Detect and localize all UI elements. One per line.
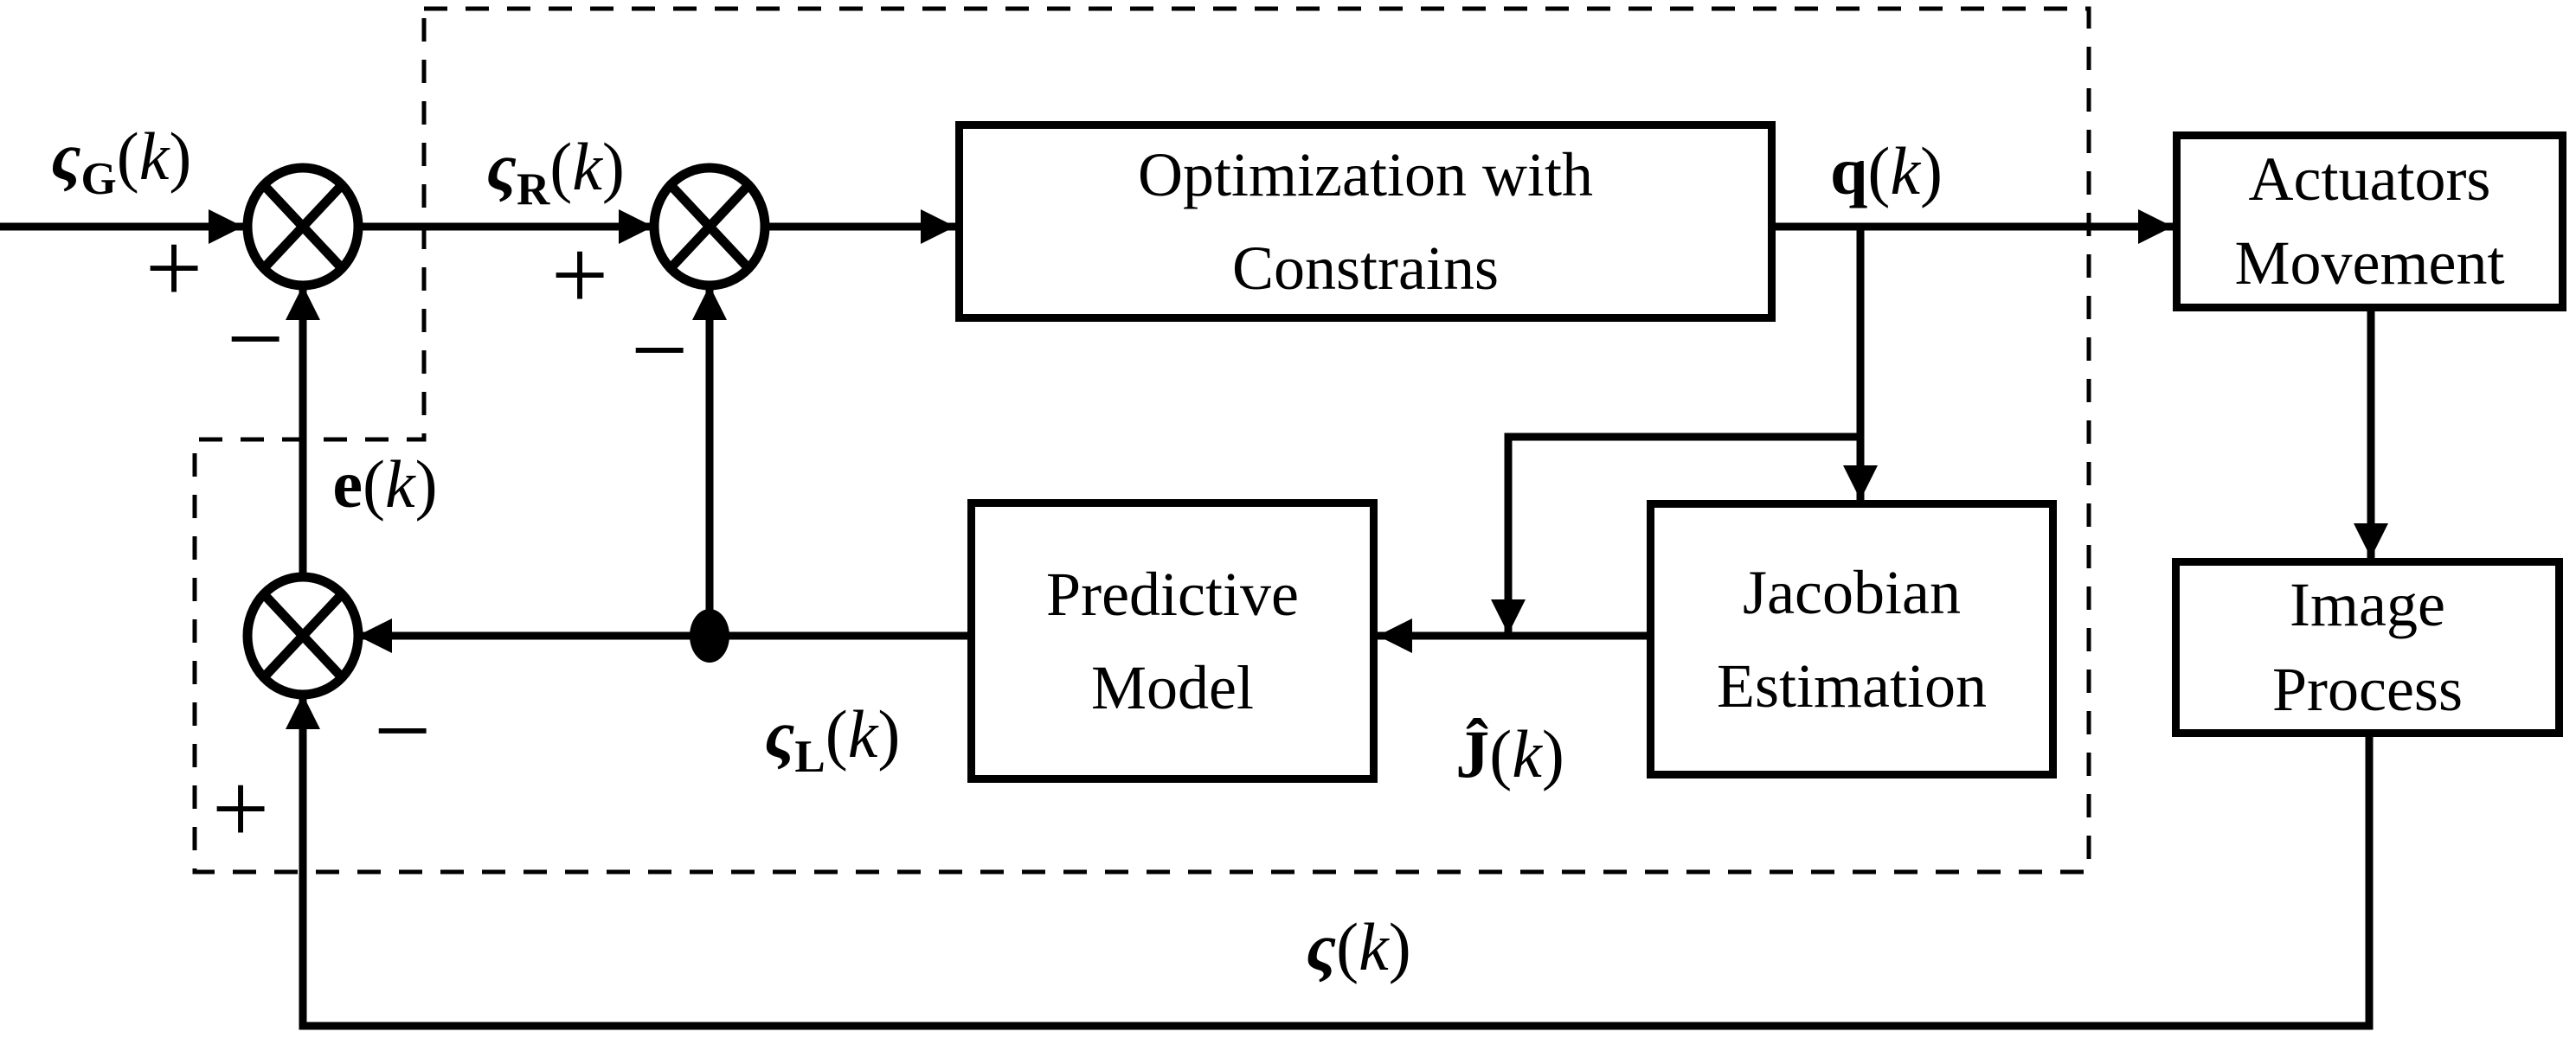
paren-open: (	[116, 118, 139, 194]
label-jacobian-estimate-signal: Ĵ(k)	[1455, 721, 1564, 788]
feedback-variable: k	[1359, 909, 1389, 984]
sum2-minus-sign: −	[630, 293, 689, 407]
block-optimization: Optimization with Constrains	[955, 121, 1776, 322]
block-optimization-line1: Optimization with	[1138, 140, 1593, 209]
block-image-process: Image Process	[2172, 558, 2563, 737]
label-feedback-signal: ς(k)	[1306, 913, 1410, 981]
local-variable: k	[847, 695, 878, 772]
arrow-feedback-image-to-sum3	[286, 695, 2374, 1030]
block-image-line2: Process	[2272, 654, 2463, 724]
error-variable: k	[385, 446, 415, 522]
paren-close: )	[601, 128, 625, 204]
summing-junction-1-icon	[242, 163, 363, 291]
label-reference-signal: ςR(k)	[486, 132, 625, 215]
block-jacobian-line1: Jacobian	[1743, 558, 1961, 627]
goal-subscript: G	[80, 153, 117, 204]
block-predictive-line2: Model	[1091, 653, 1254, 722]
block-image-line1: Image	[2290, 570, 2445, 640]
reference-variable: k	[572, 128, 602, 204]
goal-symbol: ς	[50, 118, 81, 194]
label-joint-signal: q(k)	[1830, 138, 1943, 205]
paren-open: (	[549, 128, 573, 204]
block-optimization-line2: Constrains	[1231, 234, 1499, 303]
reference-symbol: ς	[486, 128, 517, 204]
arrow-q-branch-to-jhat-line	[1491, 432, 1860, 634]
block-jacobian-estimation: Jacobian Estimation	[1647, 500, 2057, 778]
sum1-plus-sign: +	[145, 211, 203, 324]
dashed-controller-boundary	[192, 6, 2091, 875]
paren-close: )	[877, 695, 901, 772]
paren-close: )	[1920, 133, 1943, 208]
block-jacobian-line2: Estimation	[1717, 651, 1987, 721]
jacobian-symbol: Ĵ	[1455, 716, 1490, 791]
joint-variable: k	[1890, 133, 1921, 208]
block-actuators-movement: Actuators Movement	[2173, 131, 2566, 311]
block-actuators-line2: Movement	[2234, 228, 2505, 298]
paren-close: )	[1541, 716, 1564, 791]
paren-open: (	[1489, 716, 1513, 791]
summing-junction-3-icon	[242, 572, 363, 700]
reference-subscript: R	[516, 163, 550, 215]
paren-close: )	[169, 118, 192, 194]
sum1-minus-sign: −	[226, 282, 285, 395]
paren-open: (	[825, 695, 848, 772]
branch-dot-icon	[690, 609, 729, 663]
error-symbol: e	[332, 446, 363, 522]
block-predictive-line1: Predictive	[1046, 560, 1299, 629]
block-actuators-line1: Actuators	[2248, 144, 2491, 214]
feedback-symbol: ς	[1306, 909, 1337, 984]
jacobian-variable: k	[1512, 716, 1542, 791]
label-error-signal: e(k)	[332, 451, 437, 518]
sum2-plus-sign: +	[550, 218, 609, 331]
local-subscript: L	[794, 731, 825, 782]
paren-open: (	[1336, 909, 1359, 984]
joint-symbol: q	[1830, 133, 1868, 208]
label-local-signal: ςL(k)	[765, 700, 901, 782]
paren-open: (	[1867, 133, 1891, 208]
label-goal-signal: ςG(k)	[51, 122, 192, 204]
local-symbol: ς	[764, 695, 795, 772]
paren-close: )	[414, 446, 438, 522]
summing-junction-2-icon	[649, 163, 770, 291]
sum3-minus-sign: −	[373, 674, 432, 787]
paren-open: (	[363, 446, 385, 522]
paren-close: )	[1388, 909, 1411, 984]
goal-variable: k	[138, 118, 170, 194]
block-predictive-model: Predictive Model	[967, 499, 1378, 783]
sum3-plus-sign: +	[211, 752, 270, 865]
